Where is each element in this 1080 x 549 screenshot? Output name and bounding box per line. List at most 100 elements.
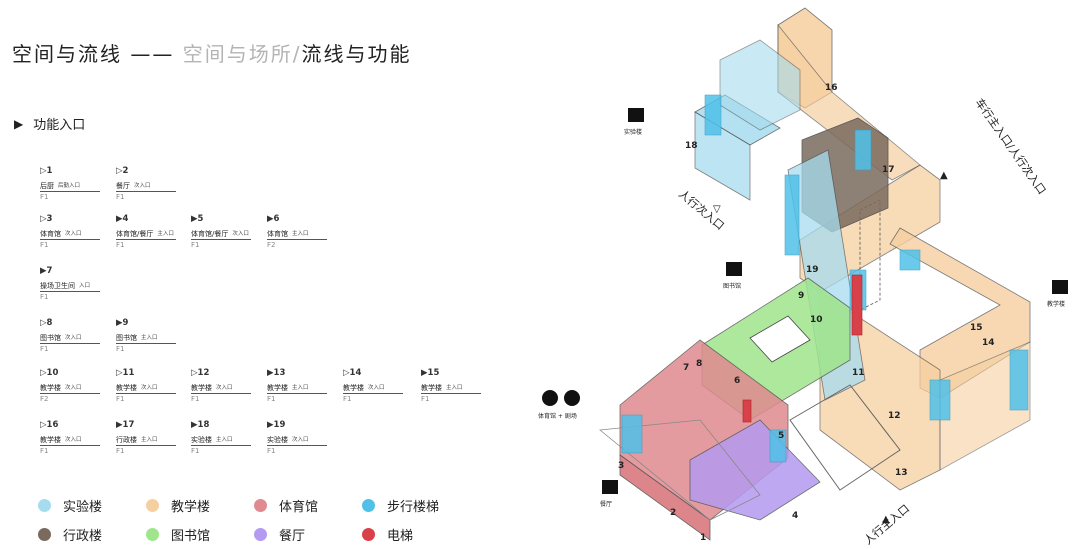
entrance-number: 4 (792, 511, 798, 521)
entrance-number: 1 (700, 533, 706, 543)
entry-building: 操场卫生间 (40, 282, 75, 290)
legend-swatch (38, 528, 51, 541)
entry-floor: F1 (116, 395, 125, 403)
gate-arrow-icon: ▲ (940, 170, 948, 181)
entry-building: 体育馆/餐厅 (191, 230, 229, 238)
entry-building: 教学楼 (40, 384, 61, 392)
legend-label: 行政楼 (63, 529, 103, 544)
legend-label: 电梯 (387, 529, 414, 544)
entry-building: 后厨 (40, 182, 54, 190)
gym-icon (542, 390, 558, 406)
entry-number: ▷16 (40, 420, 59, 430)
entry-item: ▷12 教学楼次入口 F1 (191, 368, 255, 404)
entry-floor: F1 (191, 447, 200, 455)
entrance-number: 19 (806, 265, 819, 275)
entry-number: ▷12 (191, 368, 210, 378)
entrance-number: 6 (734, 376, 740, 386)
legend-item: 实验楼 (38, 496, 146, 515)
legend-label: 教学楼 (171, 500, 211, 515)
title-sub: 空间与场所 (182, 42, 293, 66)
legend-label: 体育馆 (279, 500, 319, 515)
entry-floor: F1 (40, 447, 49, 455)
gate-label: 车行主入口/人行次入口 (973, 96, 1050, 197)
entry-number: ▶4 (116, 214, 129, 224)
entrance-number: 7 (683, 363, 689, 373)
entrance-number: 12 (888, 411, 901, 421)
legend-item: 体育馆 (254, 496, 362, 515)
entry-number: ▶13 (267, 368, 286, 378)
entrance-number: 5 (778, 431, 784, 441)
entry-building: 体育馆 (267, 230, 288, 238)
entry-number: ▶5 (191, 214, 204, 224)
building-label: 餐厅 (600, 500, 612, 508)
entry-type: 次入口 (65, 437, 82, 443)
entrance-number: 14 (982, 338, 995, 348)
entry-floor: F1 (267, 447, 276, 455)
building-label: 体育馆 + 剧场 (538, 412, 577, 420)
diagram-svg: 车行主入口/人行次入口 ▲ 人行次入口 ▽ 人行主入口 ▲ 实验楼 图书馆 教学… (538, 7, 1068, 547)
theater-icon (564, 390, 580, 406)
teaching-icon (1052, 280, 1068, 294)
entry-floor: F2 (267, 241, 276, 249)
entry-type: 主入口 (141, 335, 158, 341)
entry-item: ▶5 体育馆/餐厅次入口 F1 (191, 214, 255, 250)
entry-type: 主入口 (157, 231, 174, 237)
entry-item: ▶9 图书馆主入口 F1 (116, 318, 180, 354)
title-current: 流线与功能 (301, 42, 412, 66)
field-outline (598, 419, 761, 521)
entry-building: 教学楼 (40, 436, 61, 444)
section-label: 功能入口 (33, 118, 86, 133)
gate-arrow-icon: ▽ (713, 204, 721, 215)
legend-item: 图书馆 (146, 525, 254, 544)
entry-number: ▶6 (267, 214, 280, 224)
entry-building: 行政楼 (116, 436, 137, 444)
entry-building: 教学楼 (343, 384, 364, 392)
plaza-outline (789, 384, 901, 491)
entry-building: 教学楼 (267, 384, 288, 392)
legend-swatch (254, 528, 267, 541)
legend-label: 步行楼梯 (387, 500, 440, 515)
entry-type: 次入口 (65, 335, 82, 341)
entry-building: 体育馆 (40, 230, 61, 238)
entrance-number: 16 (825, 83, 838, 93)
entry-floor: F2 (40, 395, 49, 403)
legend-swatch (146, 528, 159, 541)
entry-number: ▷14 (343, 368, 362, 378)
entry-item: ▷8 图书馆次入口 F1 (40, 318, 104, 354)
entrance-number: 18 (685, 141, 698, 151)
entry-number: ▷8 (40, 318, 53, 328)
entry-item: ▶18 实验楼主入口 F1 (191, 420, 255, 456)
entry-floor: F1 (116, 241, 125, 249)
entry-floor: F1 (40, 241, 49, 249)
entry-floor: F1 (191, 395, 200, 403)
entrance-number: 13 (895, 468, 908, 478)
title-main: 空间与流线 —— (12, 42, 175, 66)
gate-arrow-icon: ▲ (882, 514, 890, 525)
entrance-number: 2 (670, 508, 676, 518)
lab-icon (628, 108, 644, 122)
entry-type: 主入口 (141, 437, 158, 443)
entry-floor: F1 (343, 395, 352, 403)
entry-type: 次入口 (216, 385, 233, 391)
canteen-icon (602, 480, 618, 494)
entry-building: 图书馆 (116, 334, 137, 342)
triangle-icon: ▶ (14, 116, 24, 131)
entry-type: 主入口 (446, 385, 463, 391)
entry-floor: F1 (116, 345, 125, 353)
title-slash: / (292, 42, 302, 66)
entry-item: ▷1 后厨后勤入口 F1 (40, 166, 104, 202)
entry-floor: F1 (191, 241, 200, 249)
page-title: 空间与流线 —— 空间与场所/流线与功能 (12, 38, 411, 67)
entry-floor: F1 (40, 293, 49, 301)
entry-item: ▶7 操场卫生间入口 F1 (40, 266, 104, 302)
canteen-building (689, 419, 821, 521)
building-label: 实验楼 (624, 128, 642, 136)
building-label: 图书馆 (723, 282, 741, 290)
entry-floor: F1 (40, 345, 49, 353)
legend-item: 教学楼 (146, 496, 254, 515)
entrance-number: 3 (618, 461, 624, 471)
entry-number: ▷1 (40, 166, 53, 176)
entry-item: ▷3 体育馆次入口 F1 (40, 214, 104, 250)
entry-building: 教学楼 (421, 384, 442, 392)
entry-item: ▶17 行政楼主入口 F1 (116, 420, 180, 456)
